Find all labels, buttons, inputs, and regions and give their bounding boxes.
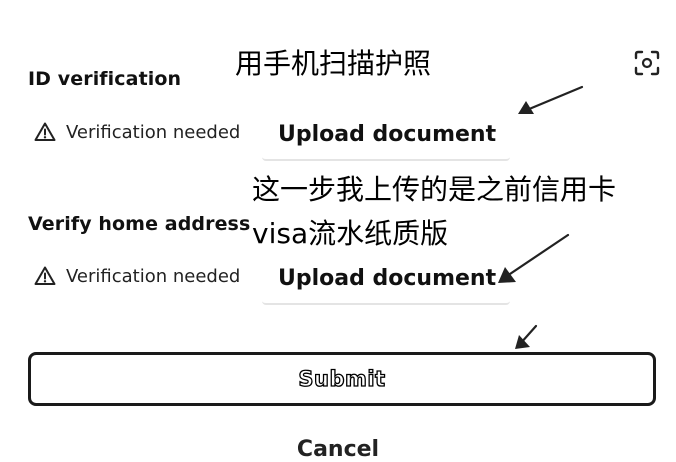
annotation-arrow-3 — [515, 324, 538, 349]
annotation-arrow-2 — [498, 233, 570, 283]
submit-button[interactable]: Submit — [28, 352, 656, 406]
scan-icon[interactable] — [632, 48, 662, 82]
submit-label: Submit — [298, 366, 386, 391]
id-status-row: Verification needed — [34, 121, 240, 143]
address-status-row: Verification needed — [34, 265, 240, 287]
annotation-scan-note: 用手机扫描护照 — [235, 47, 432, 80]
address-upload-document-button[interactable]: Upload document — [262, 258, 511, 305]
verify-address-title: Verify home address — [28, 213, 251, 235]
annotation-upload-note-line2: visa流水纸质版 — [252, 217, 449, 250]
warning-triangle-icon — [34, 121, 56, 143]
annotation-arrow-1 — [518, 85, 584, 114]
cancel-button[interactable]: Cancel — [296, 437, 380, 462]
warning-triangle-icon — [34, 265, 56, 287]
id-upload-document-button[interactable]: Upload document — [262, 114, 511, 161]
annotation-upload-note-line1: 这一步我上传的是之前信用卡 — [252, 173, 617, 206]
id-status-text: Verification needed — [66, 121, 241, 143]
address-status-text: Verification needed — [66, 265, 241, 287]
id-verification-title: ID verification — [28, 68, 182, 90]
